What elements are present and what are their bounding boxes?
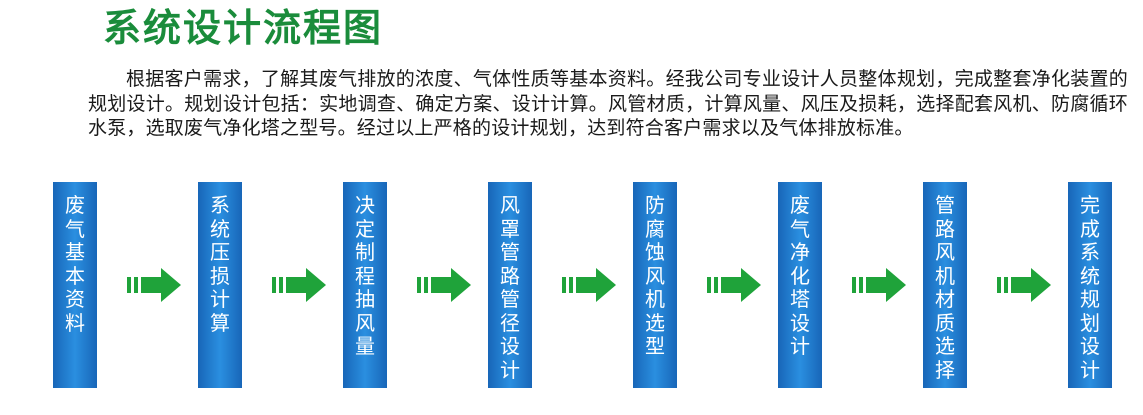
right-arrow-icon (272, 268, 330, 302)
page-title: 系统设计流程图 (103, 5, 384, 50)
flow-step-label: 风罩管路管径设计 (500, 193, 520, 382)
flow-step-label: 管路风机材质选择 (935, 193, 955, 382)
flow-step: 系统压损计算 (198, 182, 242, 388)
right-arrow-icon (127, 268, 185, 302)
flow-step-label: 废气净化塔设计 (790, 193, 810, 358)
flowchart: 废气基本资料 系统压损计算 决定制程抽风量 风罩管路管径设计 (53, 182, 1133, 388)
flow-step: 决定制程抽风量 (343, 182, 387, 388)
flow-step-label: 完成系统规划设计 (1080, 193, 1100, 382)
right-arrow-icon (562, 268, 620, 302)
right-arrow-icon (417, 268, 475, 302)
right-arrow-icon (997, 268, 1055, 302)
flow-step: 废气净化塔设计 (778, 182, 822, 388)
flow-step: 完成系统规划设计 (1068, 182, 1112, 388)
flow-step-label: 废气基本资料 (65, 193, 85, 335)
flow-step: 防腐蚀风机选型 (633, 182, 677, 388)
flow-step-label: 防腐蚀风机选型 (645, 193, 665, 358)
right-arrow-icon (852, 268, 910, 302)
intro-paragraph: 根据客户需求，了解其废气排放的浓度、气体性质等基本资料。经我公司专业设计人员整体… (88, 68, 1128, 139)
flow-step-label: 决定制程抽风量 (355, 193, 375, 358)
flow-step: 废气基本资料 (53, 182, 97, 388)
right-arrow-icon (707, 268, 765, 302)
flow-step: 风罩管路管径设计 (488, 182, 532, 388)
flow-step-label: 系统压损计算 (210, 193, 230, 335)
flow-step: 管路风机材质选择 (923, 182, 967, 388)
